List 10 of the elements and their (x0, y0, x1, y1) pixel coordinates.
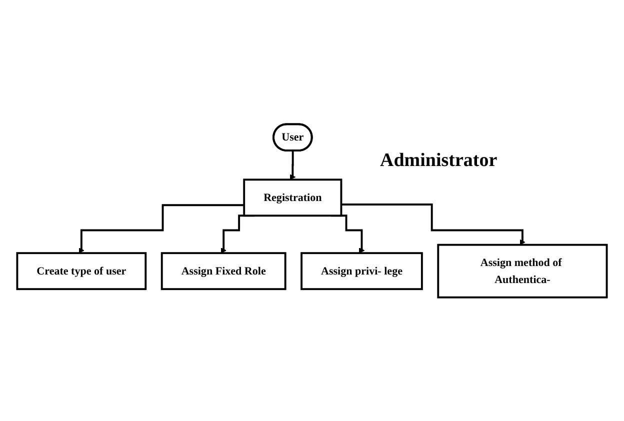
process-box: Assign method of Authentica- (437, 244, 608, 298)
process-box: Registration (243, 178, 342, 216)
arrow (290, 150, 296, 180)
role-label: Administrator (380, 150, 498, 172)
arrow (78, 204, 244, 254)
arrow (341, 203, 526, 245)
process-box: Assign privi- lege (300, 252, 423, 290)
process-box: Assign Fixed Role (160, 252, 286, 290)
oval-node: User (272, 122, 313, 152)
process-box: Create type of user (16, 252, 147, 290)
